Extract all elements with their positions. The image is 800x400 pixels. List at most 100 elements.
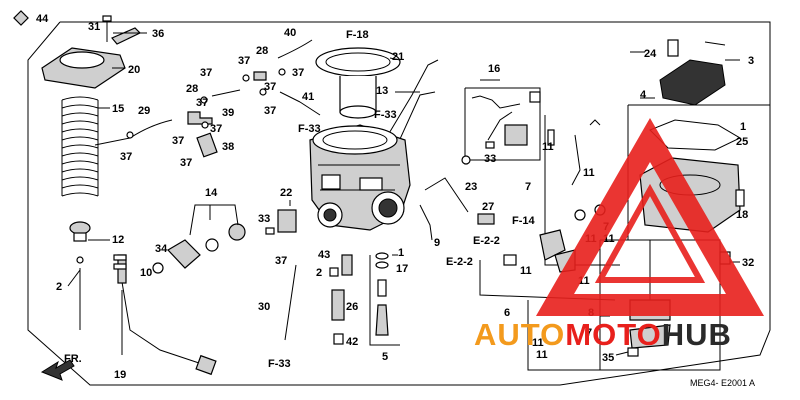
callout-24-visible: 24 [644, 48, 657, 60]
part-6-lever [539, 229, 566, 261]
ref-f14: F-14 [512, 215, 536, 227]
leader-lines [67, 32, 740, 356]
callout-34: 34 [155, 243, 168, 255]
diagram-code: MEG4- E2001 A [690, 378, 755, 388]
callout-35: 35 [602, 352, 614, 364]
part-25-gasket [649, 119, 742, 151]
part-37-clip-d [278, 68, 286, 76]
part-27-shape [477, 213, 495, 225]
part-13-hose-b [394, 91, 436, 151]
part-10-ring-b [113, 263, 127, 270]
part-39-hose [211, 89, 241, 97]
callout-31: 31 [88, 21, 100, 33]
ref-f33-a: F-33 [298, 123, 321, 135]
callout-17: 17 [396, 263, 408, 275]
front-direction-label: FR. [64, 353, 82, 365]
part-16-wire [471, 95, 521, 141]
callout-14: 14 [205, 187, 218, 199]
part-7-link-a [571, 134, 581, 186]
part-37-clip-e [259, 88, 267, 96]
callout-43: 43 [318, 249, 330, 261]
callout-11-d: 11 [603, 233, 615, 245]
callout-11-h: 11 [536, 349, 548, 361]
callout-19: 19 [114, 369, 126, 381]
ref-f33-c: F-33 [268, 358, 291, 370]
callout-5: 5 [382, 351, 388, 363]
part-11-pin-a [547, 129, 555, 146]
ref-e22-a: E-2-2 [473, 235, 500, 247]
part-7-link-b [589, 119, 601, 126]
watermark-triangle [535, 117, 765, 316]
callout-2-a: 2 [56, 281, 62, 293]
part-15-spring [61, 96, 99, 197]
part-37-clip-a [126, 131, 134, 139]
callout-4: 4 [640, 89, 647, 101]
section-frame-7 [544, 115, 620, 266]
callout-42: 42 [346, 336, 358, 348]
section-frame-5 [369, 255, 400, 346]
callout-37-j: 37 [264, 105, 276, 117]
part-20-cap [59, 51, 105, 69]
part-18-screw [735, 189, 745, 207]
callout-37-e: 37 [210, 123, 222, 135]
callout-6: 6 [504, 307, 510, 319]
callout-36: 36 [152, 28, 164, 40]
part-21-diaphragm [315, 47, 401, 77]
watermark-logo [535, 117, 765, 316]
callout-26: 26 [346, 301, 358, 313]
callout-7-a: 7 [525, 181, 531, 193]
part-3-float [659, 59, 726, 106]
part-14-bracket [189, 204, 239, 236]
part-37-clip-f [201, 121, 209, 129]
part-28-fitting-b [253, 71, 267, 81]
part-9-bracket [419, 204, 433, 241]
part-10-ring-a [113, 254, 127, 261]
callout-7-c: 7 [586, 327, 592, 339]
part-16-sensor [504, 124, 528, 146]
part-17-oring-b [375, 261, 389, 269]
watermark-moto: MOTO [565, 317, 661, 352]
part-2-screw [329, 267, 339, 277]
callout-1-b: 1 [398, 247, 404, 259]
watermark-auto: AUTO [474, 317, 565, 352]
callout-11-a: 11 [542, 141, 554, 153]
part-8-plate [629, 324, 671, 349]
part-12-body [73, 232, 87, 242]
part-19-cable [121, 281, 206, 366]
callout-44: 44 [36, 13, 49, 25]
callout-33-a: 33 [484, 153, 496, 165]
part-12-shape [69, 221, 91, 235]
part-24-shape [667, 39, 679, 57]
part-40-hose [277, 39, 313, 59]
callout-37-d: 37 [196, 97, 208, 109]
callout-32: 32 [742, 257, 754, 269]
callout-22: 22 [280, 187, 292, 199]
callout-37-g: 37 [238, 55, 250, 67]
part-14-spring [205, 238, 219, 252]
callout-37-i: 37 [264, 81, 276, 93]
part-5-spacer [377, 279, 387, 297]
callout-33-c: 33 [258, 213, 270, 225]
callout-40: 40 [284, 27, 296, 39]
part-29-leader [94, 137, 131, 146]
callout-39: 39 [222, 107, 234, 119]
part-36-shape [111, 27, 142, 45]
callout-37-f: 37 [180, 157, 192, 169]
part-11-screw-c [503, 254, 517, 266]
part-38-shape [196, 132, 218, 158]
callout-38: 38 [222, 141, 234, 153]
callout-12: 12 [112, 234, 124, 246]
front-direction-arrow [40, 359, 75, 381]
callout-37-c: 37 [200, 67, 212, 79]
section-frame-9 [527, 300, 600, 371]
callout-41: 41 [302, 91, 314, 103]
section-frame-16 [464, 87, 541, 161]
callout-11-f: 11 [578, 275, 590, 287]
part-16-connector [529, 91, 541, 103]
callout-28-a: 28 [186, 83, 198, 95]
part-33-screw-a [485, 141, 495, 149]
part-29-hose [129, 119, 173, 139]
part-3-pin [704, 41, 726, 46]
